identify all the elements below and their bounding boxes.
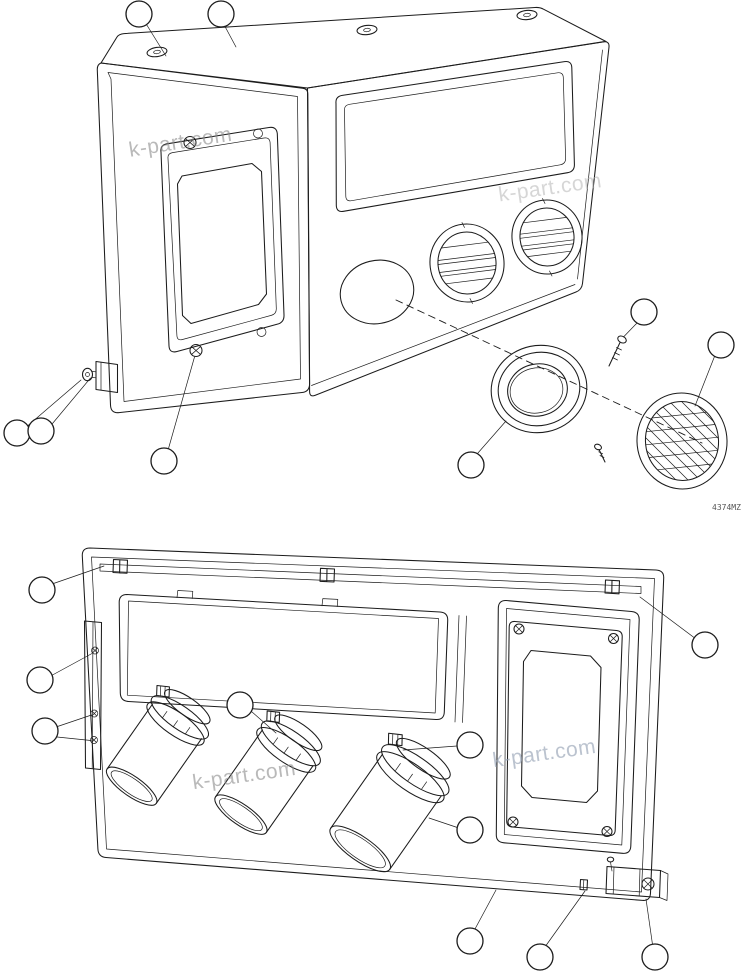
rail-clip <box>604 579 621 595</box>
callout-balloon[interactable] <box>125 0 153 28</box>
watermark: k-part.com <box>497 169 603 206</box>
top-view-leader-lines <box>27 24 715 454</box>
detached-bezel-ring <box>490 344 588 434</box>
assembly-centerline <box>395 299 703 444</box>
mounting-screw-1 <box>608 335 627 367</box>
callout-balloon[interactable] <box>456 927 484 955</box>
plenum-cover <box>118 590 449 721</box>
round-vent-opening <box>339 259 415 325</box>
drawing-number: 4374MZ <box>712 503 741 512</box>
clamp-screw-housing <box>266 710 281 723</box>
front-face-bottom-lip <box>311 284 576 386</box>
housing-top-face <box>100 6 607 89</box>
round-louver-vent-a <box>429 222 505 304</box>
rear-vent-frame <box>495 599 640 854</box>
callout-balloon[interactable] <box>27 417 55 445</box>
top-rail <box>99 558 642 595</box>
callout-balloon[interactable] <box>3 419 31 447</box>
rear-panel-inner-lip <box>91 556 655 893</box>
rear-frame-screws <box>507 623 620 838</box>
duct-1 <box>105 684 211 806</box>
housing-front-face <box>306 41 610 397</box>
housing-left-face-inner-lip <box>107 72 301 402</box>
duct-2 <box>214 710 323 835</box>
watermark: k-part.com <box>191 757 297 794</box>
duct-3 <box>329 732 451 873</box>
watermark: k-part.com <box>127 123 234 162</box>
callout-balloon[interactable] <box>28 576 56 604</box>
top-exploded-view <box>3 0 735 490</box>
callout-balloon[interactable] <box>630 298 658 326</box>
rear-panel-outline <box>81 547 665 901</box>
callout-balloon[interactable] <box>707 331 735 359</box>
callout-balloon[interactable] <box>456 731 484 759</box>
callout-balloon[interactable] <box>456 816 484 844</box>
top-face-screw-bosses <box>146 9 538 58</box>
callout-balloon[interactable] <box>641 943 669 971</box>
callout-balloon[interactable] <box>526 943 554 971</box>
bracket-screw <box>606 856 615 863</box>
callout-balloon[interactable] <box>226 691 254 719</box>
left-flange-strip <box>83 620 103 771</box>
vent-hatching <box>641 397 723 485</box>
vent-frame-screws <box>183 128 267 358</box>
callout-balloon[interactable] <box>150 447 178 475</box>
bottom-view-leader-lines <box>52 565 695 946</box>
left-face-vent-frame <box>160 126 285 358</box>
top-view-callouts <box>3 0 735 479</box>
rail-clip <box>112 558 129 574</box>
panel-corner-bracket <box>579 856 669 901</box>
callout-balloon[interactable] <box>31 717 59 745</box>
detached-louver-vent <box>636 392 728 490</box>
front-panel-opening <box>335 60 575 212</box>
callout-balloon[interactable] <box>207 0 235 28</box>
callout-balloon[interactable] <box>26 666 54 694</box>
clamp-screw-housing <box>387 732 403 747</box>
rail-clip <box>319 567 336 583</box>
vent-slat-lines <box>645 411 719 471</box>
housing-left-face <box>96 62 311 414</box>
watermark: k-part.com <box>491 735 597 772</box>
mounting-screw-2 <box>594 443 606 463</box>
bottom-assembly-view <box>26 547 719 971</box>
bracket-stud <box>579 878 589 891</box>
bottom-view-callouts <box>26 576 719 971</box>
housing-mount-bracket <box>81 360 119 394</box>
panel-seam-lines <box>454 615 467 723</box>
round-louver-vent-b <box>511 198 583 277</box>
callout-balloon[interactable] <box>457 451 485 479</box>
clamp-screw-housing <box>156 684 170 698</box>
callout-balloon[interactable] <box>691 631 719 659</box>
